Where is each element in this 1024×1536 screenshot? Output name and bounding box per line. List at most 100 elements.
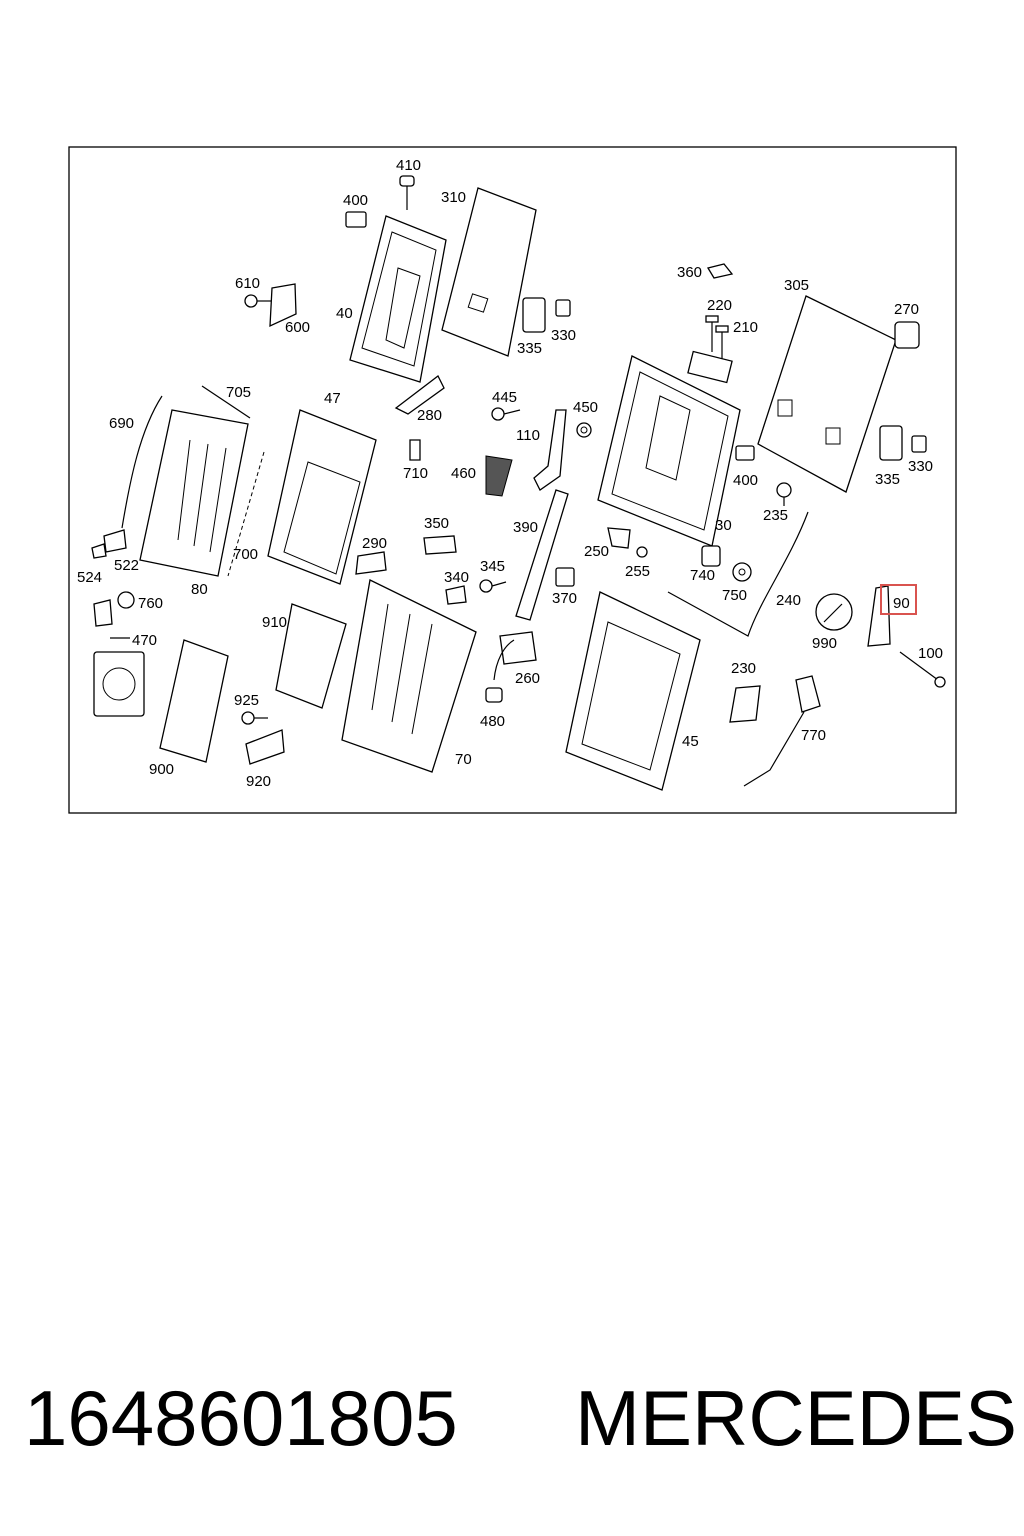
callout-600: 600 xyxy=(285,319,310,336)
part-524-clip xyxy=(91,543,107,559)
callout-524: 524 xyxy=(77,569,102,586)
part-445-screw xyxy=(491,407,521,421)
callout-30: 30 xyxy=(715,517,732,534)
part-230-latch xyxy=(729,685,761,723)
part-260-arrow xyxy=(493,639,515,681)
part-270-cover xyxy=(894,321,920,349)
part-100-bolt xyxy=(899,651,946,688)
part-280-bracket xyxy=(394,375,445,415)
callout-70: 70 xyxy=(455,751,472,768)
part-480-cap xyxy=(485,687,503,703)
part-360-clip xyxy=(706,263,734,279)
part-90-highlight xyxy=(880,584,917,615)
part-900-armrest xyxy=(159,639,229,763)
callout-480: 480 xyxy=(480,713,505,730)
callout-522: 522 xyxy=(114,557,139,574)
part-70-seat-cushion xyxy=(341,579,477,773)
part-750-washer xyxy=(732,562,752,582)
callout-750: 750 xyxy=(722,587,747,604)
part-522-guide xyxy=(103,529,127,553)
part-335-latch-cover-right xyxy=(879,425,903,461)
part-210-bolt xyxy=(715,325,729,360)
callout-340: 340 xyxy=(444,569,469,586)
part-920-bracket xyxy=(245,729,285,765)
callout-925: 925 xyxy=(234,692,259,709)
callout-910: 910 xyxy=(262,614,287,631)
callout-390: 390 xyxy=(513,519,538,536)
part-47-backrest-cover xyxy=(267,409,377,585)
part-260-cover xyxy=(499,631,537,665)
part-700-wire xyxy=(227,451,265,577)
part-460-handle xyxy=(485,455,513,497)
callout-230: 230 xyxy=(731,660,756,677)
part-910-cover-panel xyxy=(275,603,347,709)
part-310-backrest-panel xyxy=(441,187,537,357)
callout-255: 255 xyxy=(625,563,650,580)
part-400-clip xyxy=(345,211,367,228)
part-600-bracket xyxy=(269,283,297,328)
part-610-screw xyxy=(244,294,272,308)
callout-760: 760 xyxy=(138,595,163,612)
part-number: 1648601805 xyxy=(24,1374,458,1462)
callout-335-right: 335 xyxy=(875,471,900,488)
callout-80: 80 xyxy=(191,581,208,598)
part-240-cable xyxy=(667,511,809,637)
part-305-rear-panel xyxy=(757,295,897,493)
callout-410: 410 xyxy=(396,157,421,174)
part-220-bolt xyxy=(705,315,719,352)
callout-400: 400 xyxy=(343,192,368,209)
callout-400-right: 400 xyxy=(733,472,758,489)
part-410-bolt xyxy=(399,175,415,210)
callout-350: 350 xyxy=(424,515,449,532)
callout-330-right: 330 xyxy=(908,458,933,475)
footer: 1648601805 MERCEDES xyxy=(0,1368,1024,1468)
part-330-latch xyxy=(555,299,571,317)
part-80-backrest-cushion xyxy=(139,409,249,577)
callout-335: 335 xyxy=(517,340,542,357)
part-90-cover xyxy=(867,585,891,647)
callout-710: 710 xyxy=(403,465,428,482)
callout-290: 290 xyxy=(362,535,387,552)
callout-345: 345 xyxy=(480,558,505,575)
part-990-tool-icon xyxy=(815,593,853,631)
part-40-backrest-frame xyxy=(349,215,447,383)
part-370-clip xyxy=(555,567,575,587)
callout-370: 370 xyxy=(552,590,577,607)
callout-250: 250 xyxy=(584,543,609,560)
callout-705: 705 xyxy=(226,384,251,401)
callout-445: 445 xyxy=(492,389,517,406)
part-330-latch-right xyxy=(911,435,927,453)
part-740-bushing xyxy=(701,545,721,567)
callout-305: 305 xyxy=(784,277,809,294)
callout-100: 100 xyxy=(918,645,943,662)
callout-460: 460 xyxy=(451,465,476,482)
part-350-cover xyxy=(423,535,457,555)
part-335-latch-cover xyxy=(522,297,546,333)
callout-450: 450 xyxy=(573,399,598,416)
callout-235: 235 xyxy=(763,507,788,524)
part-250-bracket xyxy=(607,527,631,549)
callout-360: 360 xyxy=(677,264,702,281)
part-770-mechanism xyxy=(743,675,821,787)
callout-210: 210 xyxy=(733,319,758,336)
part-710-clip xyxy=(409,439,421,461)
part-290-cover xyxy=(355,551,387,575)
callout-47: 47 xyxy=(324,390,341,407)
part-470-child-seat-icon xyxy=(93,651,145,717)
callout-40: 40 xyxy=(336,305,353,322)
part-110-hinge xyxy=(533,409,567,491)
callout-90[interactable]: 90 xyxy=(893,595,910,612)
callout-110: 110 xyxy=(516,427,540,444)
callout-310: 310 xyxy=(441,189,466,206)
callout-260: 260 xyxy=(515,670,540,687)
brand-name: MERCEDES xyxy=(575,1374,1018,1462)
callout-240: 240 xyxy=(776,592,801,609)
part-760-ring xyxy=(117,591,135,609)
callout-610: 610 xyxy=(235,275,260,292)
part-340-clip xyxy=(445,585,467,605)
callout-330: 330 xyxy=(551,327,576,344)
callout-920: 920 xyxy=(246,773,271,790)
callout-990: 990 xyxy=(812,635,837,652)
callout-280: 280 xyxy=(417,407,442,424)
